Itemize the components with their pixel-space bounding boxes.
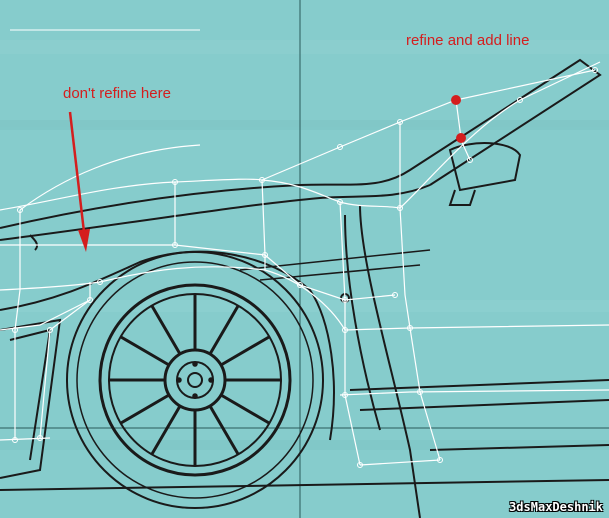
mesh-vertices[interactable] bbox=[12, 67, 598, 468]
vertex-marker-icon[interactable] bbox=[451, 95, 461, 105]
arrow-down-icon bbox=[68, 111, 90, 252]
annotation-dont-refine-label: don't refine here bbox=[63, 85, 171, 102]
watermark: 3dsMaxDeshnik bbox=[509, 500, 603, 514]
vertex-marker-icon[interactable] bbox=[456, 133, 466, 143]
spline-mesh[interactable] bbox=[0, 61, 609, 466]
refine-markers[interactable] bbox=[451, 95, 466, 143]
annotation-refine-label: refine and add line bbox=[406, 32, 530, 49]
wheel-blueprint bbox=[66, 251, 324, 509]
